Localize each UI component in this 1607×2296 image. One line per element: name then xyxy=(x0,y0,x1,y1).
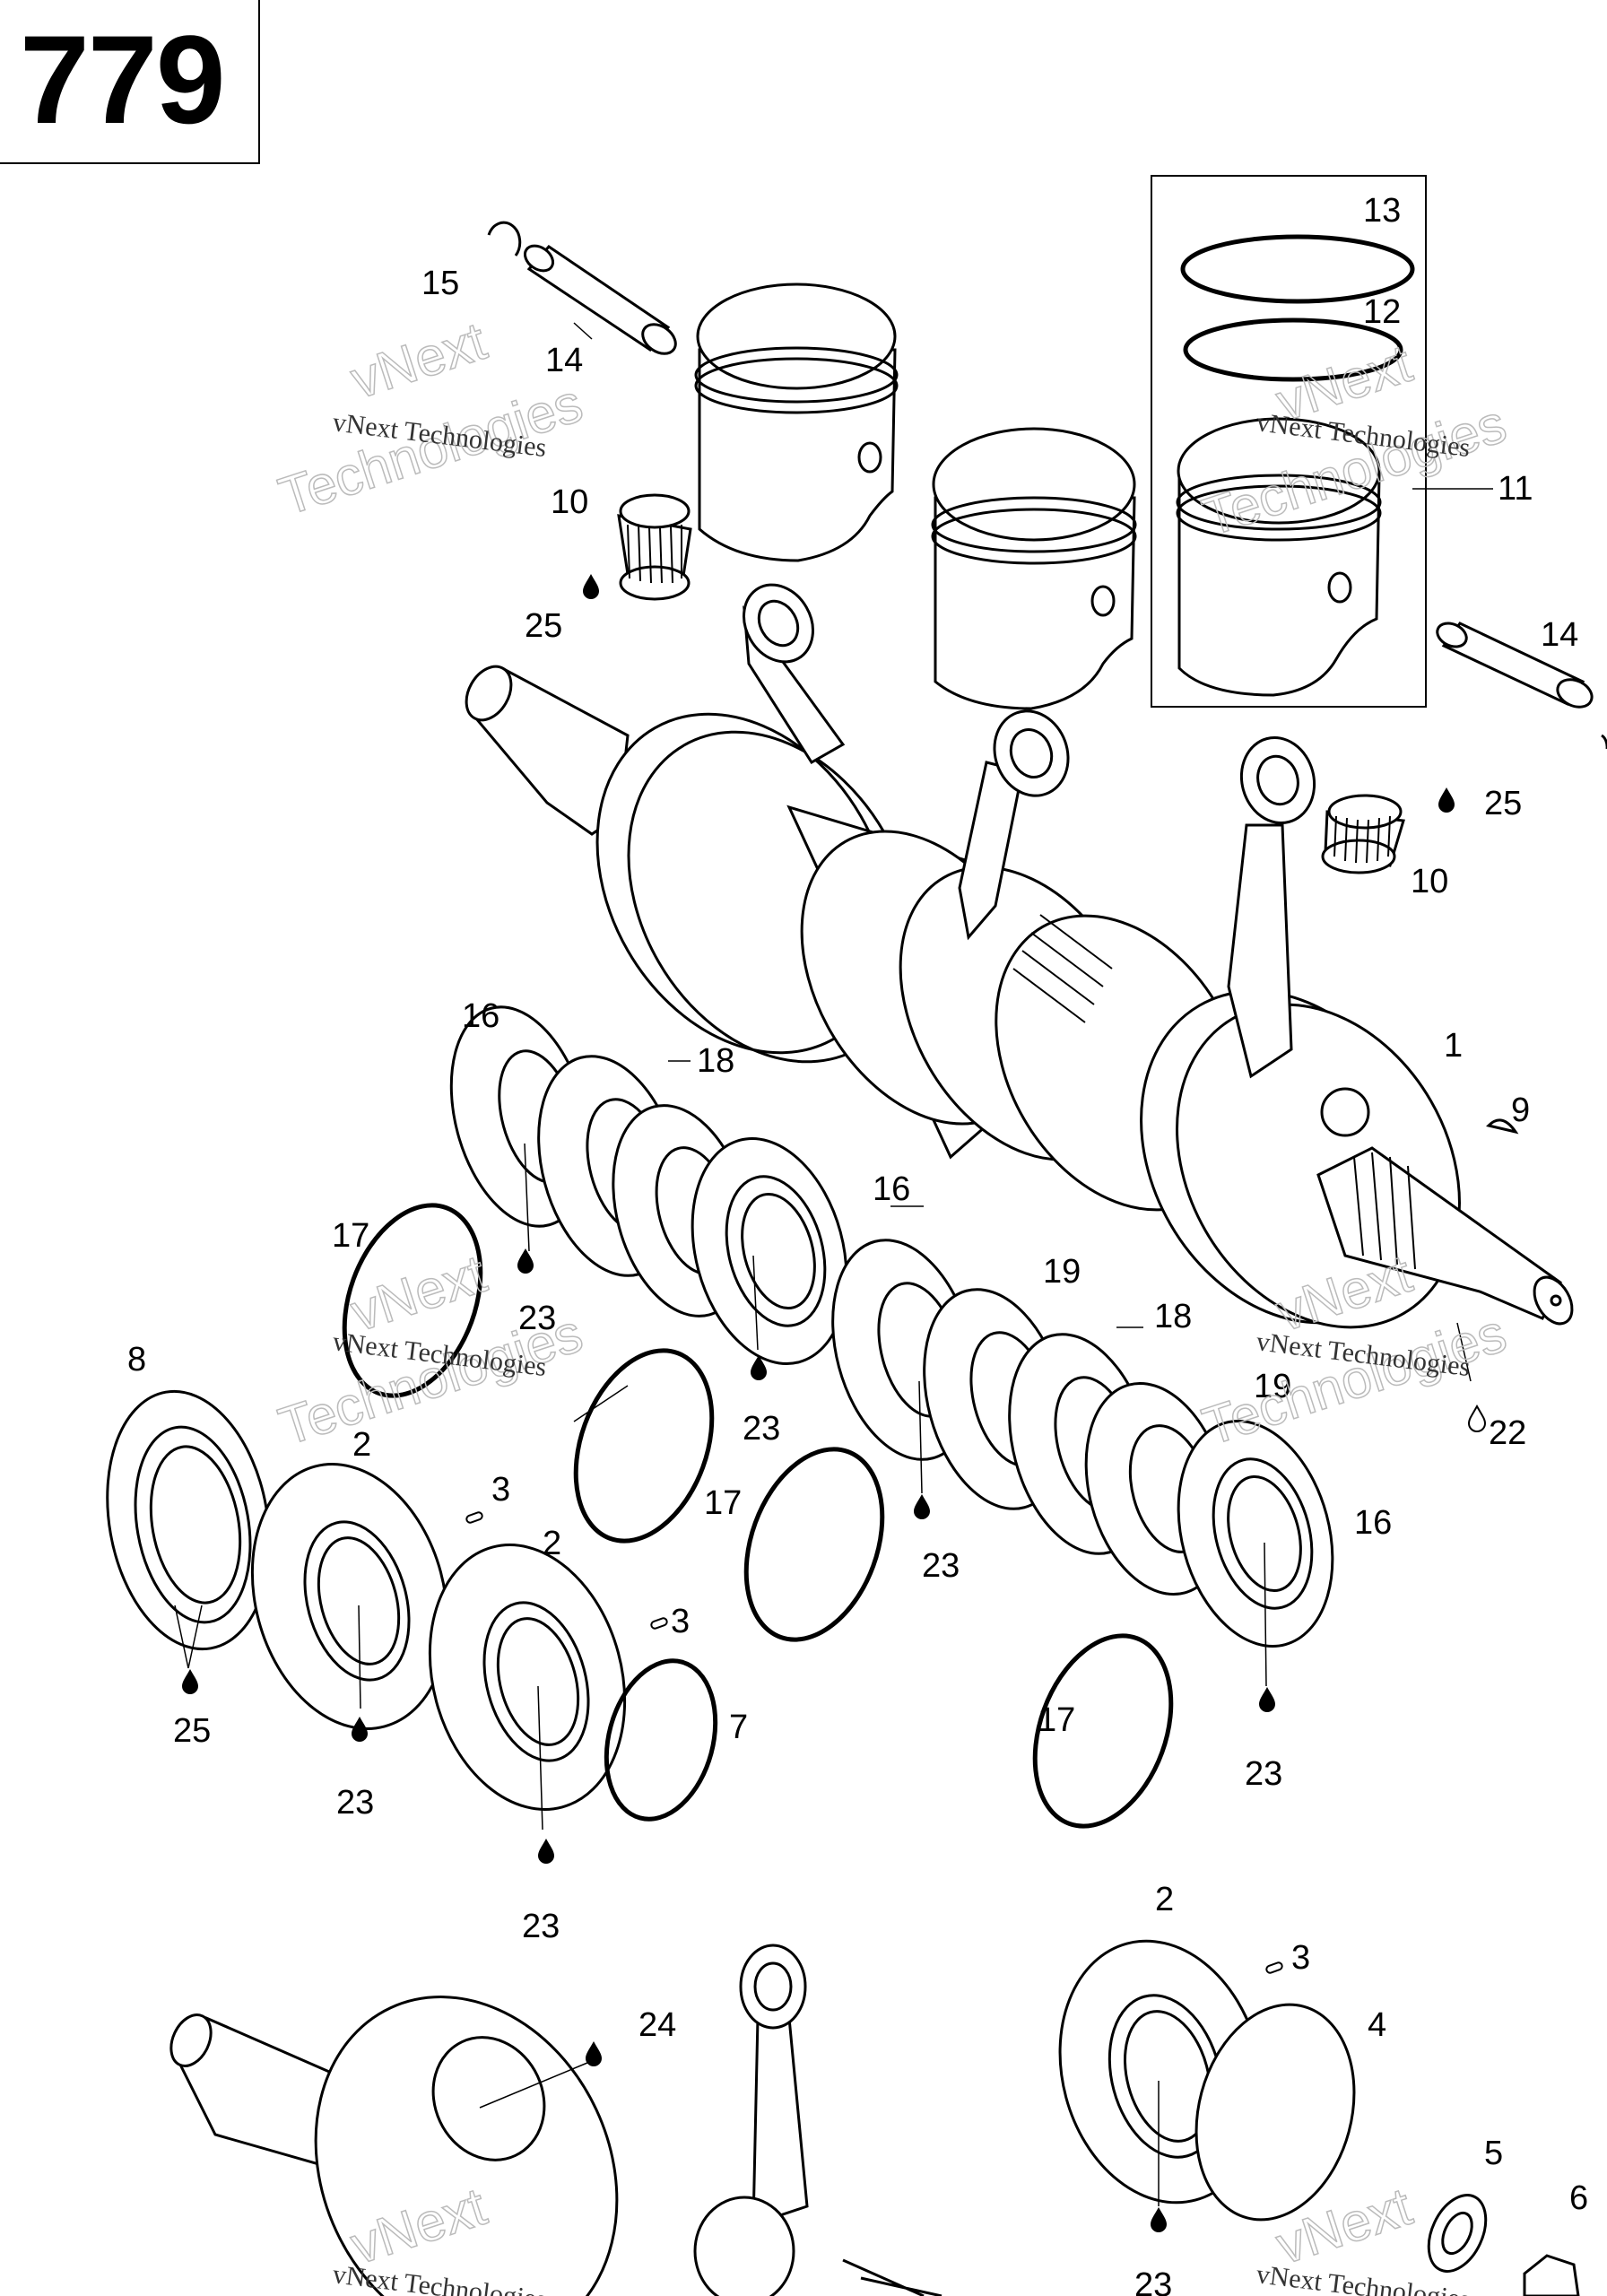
callout-19: 19 xyxy=(1043,1253,1081,1291)
callout-14: 14 xyxy=(545,342,583,379)
callout-22: 22 xyxy=(1489,1414,1526,1452)
callout-8: 8 xyxy=(127,1341,146,1378)
needle-bearing-left xyxy=(617,493,692,601)
watermark-big: vNext xyxy=(343,310,493,410)
callout-labels: 1 2 2 2 3 3 3 4 5 6 7 8 9 10 10 11 12 13… xyxy=(127,192,1588,2296)
o-ring-right-bottom xyxy=(1032,1633,1174,1829)
alt-connecting-rod xyxy=(693,1944,942,2296)
callout-18: 18 xyxy=(697,1042,734,1080)
woodruff-key xyxy=(1486,1118,1519,1135)
snap-ring xyxy=(604,1658,718,1822)
piston-pin-right xyxy=(1436,622,1607,749)
ring-kit-box xyxy=(1151,175,1427,708)
callout-12: 12 xyxy=(1363,293,1401,331)
callout-1: 1 xyxy=(1444,1027,1463,1065)
piston-ring-second xyxy=(1183,317,1403,382)
callout-4: 4 xyxy=(1368,2006,1386,2044)
callout-9: 9 xyxy=(1511,1091,1530,1129)
needle-bearing-right xyxy=(1321,794,1405,874)
dowel-pin-c xyxy=(1265,1961,1283,1974)
callout-13: 13 xyxy=(1363,192,1401,230)
piston-right xyxy=(1176,417,1382,697)
callout-25: 25 xyxy=(525,607,562,645)
callout-17: 17 xyxy=(332,1217,369,1255)
callout-7: 7 xyxy=(729,1709,748,1746)
main-bearing-left-a xyxy=(250,1463,449,1730)
callout-23: 23 xyxy=(336,1784,374,1822)
piston-left xyxy=(694,283,899,562)
thrust-washer xyxy=(1194,2003,1356,2222)
center-bearing-left-inner xyxy=(691,1137,848,1365)
piston-pin-top xyxy=(523,244,677,355)
dowel-pin-b xyxy=(650,1617,668,1630)
oil-seal xyxy=(106,1389,271,1651)
callout-10: 10 xyxy=(551,483,588,521)
leader-lines xyxy=(174,322,1493,2206)
callout-16: 16 xyxy=(1354,1504,1392,1542)
lock-washer xyxy=(1427,2194,1488,2273)
callout-23: 23 xyxy=(1245,1755,1282,1793)
callout-16: 16 xyxy=(462,997,499,1035)
callout-25: 25 xyxy=(173,1712,211,1750)
o-ring-left xyxy=(342,1203,483,1398)
callout-2: 2 xyxy=(543,1525,561,1562)
o-ring-center-bottom xyxy=(743,1447,885,1642)
circlip-top xyxy=(487,221,522,257)
callout-14: 14 xyxy=(1541,616,1578,654)
connecting-rod-middle xyxy=(958,709,1070,941)
callout-18: 18 xyxy=(1154,1298,1192,1335)
callout-25: 25 xyxy=(1484,785,1522,822)
alt-crankshaft-end xyxy=(169,1996,619,2296)
callout-23: 23 xyxy=(922,1547,960,1585)
page-number-box: 779 xyxy=(0,0,260,164)
o-ring-center-top xyxy=(573,1348,715,1544)
callout-16: 16 xyxy=(873,1170,910,1208)
callout-11: 11 xyxy=(1498,470,1533,508)
callout-19: 19 xyxy=(1254,1368,1291,1405)
callout-17: 17 xyxy=(1038,1701,1075,1739)
callout-5: 5 xyxy=(1484,2135,1503,2172)
nut xyxy=(1523,2254,1580,2296)
callout-15: 15 xyxy=(421,265,459,302)
callout-6: 6 xyxy=(1569,2179,1588,2217)
piston-ring-top xyxy=(1180,234,1415,304)
piston-middle xyxy=(931,427,1137,710)
center-bearing-right-inner xyxy=(1177,1420,1334,1648)
callout-2: 2 xyxy=(352,1426,371,1464)
callout-17: 17 xyxy=(704,1484,742,1522)
callout-23: 23 xyxy=(522,1908,560,1945)
callout-10: 10 xyxy=(1411,863,1448,900)
callout-2: 2 xyxy=(1155,1881,1174,1918)
callout-23: 23 xyxy=(518,1300,556,1337)
connecting-rod-right xyxy=(1227,735,1316,1079)
callout-23: 23 xyxy=(1134,2266,1172,2296)
dowel-pin-a xyxy=(465,1511,483,1524)
callout-3: 3 xyxy=(671,1603,690,1640)
main-bearing-left-b xyxy=(428,1544,627,1811)
callout-3: 3 xyxy=(491,1471,510,1509)
connecting-rod-left xyxy=(743,583,846,765)
page-number: 779 xyxy=(20,9,226,150)
callout-23: 23 xyxy=(743,1410,780,1448)
callout-3: 3 xyxy=(1291,1939,1310,1977)
callout-24: 24 xyxy=(638,2006,676,2044)
